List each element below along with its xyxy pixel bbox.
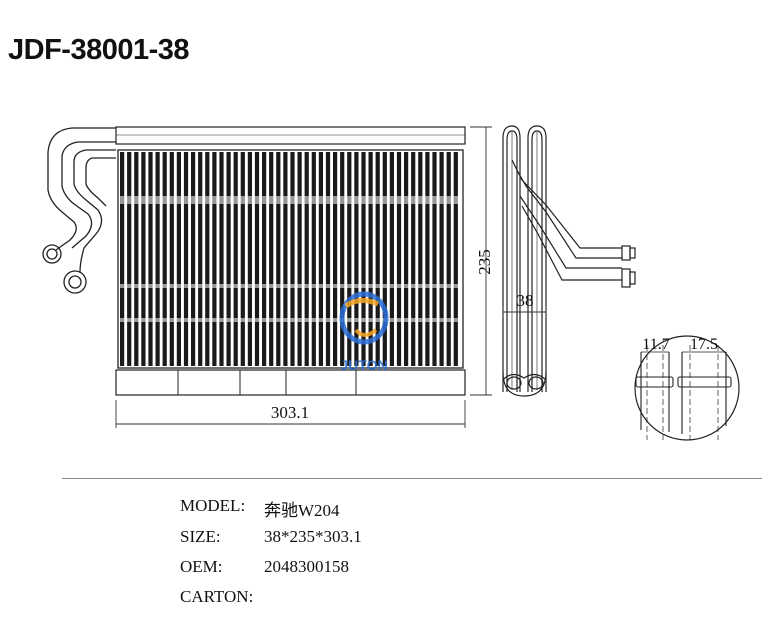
core-tube: [254, 152, 260, 366]
core-tube: [425, 152, 430, 366]
core-tube: [191, 152, 196, 366]
pipe-small-dimension-label: 11.7: [642, 336, 669, 353]
evaporator-drawing: 235 303.1 38: [42, 125, 740, 441]
height-dimension: [470, 126, 492, 396]
core-tube: [155, 152, 160, 366]
core-tube: [205, 152, 210, 366]
front-view: 235 303.1: [42, 126, 494, 428]
width-dimension-label: 303.1: [271, 403, 309, 422]
width-dimension: [115, 400, 466, 428]
part-number-title: JDF-38001-38: [8, 34, 190, 66]
core-tube: [375, 152, 380, 366]
core-tube: [439, 152, 444, 366]
spec-value: 38*235*303.1: [264, 527, 362, 546]
core-tube: [368, 152, 373, 366]
core-tube: [290, 152, 295, 366]
core-tube: [212, 152, 217, 366]
pipe-large-dimension-label: 17.5: [690, 336, 718, 353]
core-tube: [453, 152, 458, 366]
core-tube: [304, 152, 309, 366]
core-tube: [333, 152, 338, 366]
core-tube: [276, 152, 281, 366]
spec-label: MODEL:: [180, 496, 246, 515]
depth-dimension: [502, 306, 547, 318]
spec-value: 奔驰W204: [264, 501, 340, 520]
core-tube: [432, 152, 437, 366]
depth-dimension-label: 38: [517, 291, 534, 310]
core-tube: [120, 152, 125, 366]
core-tube: [418, 152, 423, 366]
core-tube: [198, 152, 203, 366]
core-tube: [283, 152, 288, 366]
core-tube: [169, 152, 174, 366]
side-view: [502, 125, 636, 397]
core-tube: [389, 152, 394, 366]
core-fins: [120, 152, 461, 366]
core-tube: [134, 152, 139, 366]
core-tube: [297, 152, 302, 366]
core-tube: [262, 152, 267, 366]
core-tube: [226, 152, 231, 366]
core-tube: [127, 152, 132, 366]
height-dimension-label: 235: [475, 249, 494, 275]
core-fin-band: [120, 196, 461, 204]
core-tube: [148, 152, 153, 366]
core-fin-band: [120, 284, 461, 288]
core-tube: [411, 152, 416, 366]
core-tube: [382, 152, 387, 366]
core-tube: [340, 152, 345, 366]
core-tube: [318, 152, 323, 366]
brand-logo-text: JUTON: [340, 357, 387, 373]
core-tube: [247, 152, 252, 366]
spec-label: CARTON:: [180, 587, 254, 606]
core-tube: [183, 152, 189, 366]
brand-logo-watermark: JUTON: [339, 291, 389, 373]
pipe-detail-view: 11.7 17.5: [634, 335, 740, 441]
core-tube: [361, 152, 366, 366]
core-tube: [176, 152, 181, 366]
core-tube: [347, 152, 352, 366]
core-tube: [219, 152, 224, 366]
core-tube: [311, 152, 316, 366]
core-tube: [240, 152, 245, 366]
core-tube: [396, 152, 402, 366]
core-tube: [354, 152, 359, 366]
core-tube: [446, 152, 451, 366]
spec-label: SIZE:: [180, 527, 221, 546]
front-pipes: [42, 127, 116, 294]
core-tube: [269, 152, 274, 366]
core-tube: [404, 152, 409, 366]
core-tube: [162, 152, 167, 366]
spec-value: 2048300158: [264, 557, 349, 576]
spec-label: OEM:: [180, 557, 223, 576]
core-tube: [233, 152, 238, 366]
core-tube: [325, 152, 331, 366]
section-divider: [62, 478, 762, 479]
core-fin-band: [120, 318, 461, 322]
core-tube: [141, 152, 146, 366]
